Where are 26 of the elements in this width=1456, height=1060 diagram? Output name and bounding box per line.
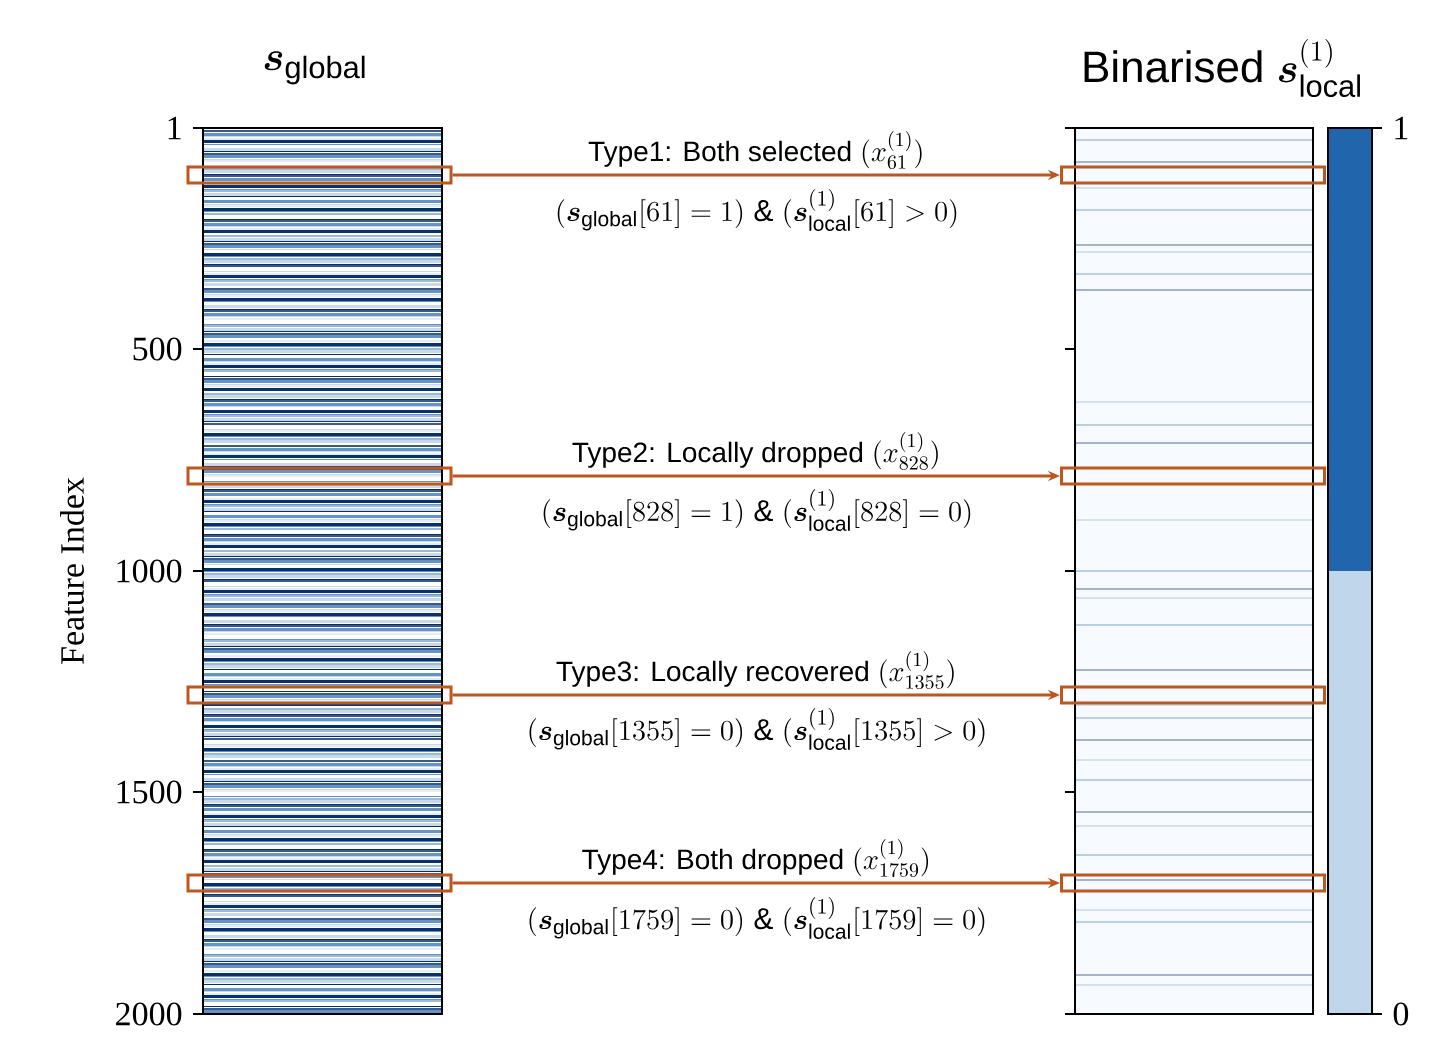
highlight-box [186,466,453,486]
condition-formula: $(\boldsymbol{s}_{\mathrm{global}}[61]=1)\ \&\ (\boldsymbol{s}^{(1)}_{\mathrm{local}}[61]>0)$ [557,189,957,231]
highlight-box [1060,466,1326,486]
edge-label: $\text{Type4: Both dropped }(x_{1759}^{(1)})$ [582,839,929,878]
axis-label: Feature Index [60,477,84,664]
highlight-box [186,873,453,893]
tick-label: 2000 [116,1002,182,1026]
tick-label: 1000 [117,559,182,583]
column-heading: $\boldsymbol{s}_{\mathrm{global}}$ [264,51,365,85]
tick-label: 1500 [117,780,182,804]
condition-formula: $(\boldsymbol{s}_{\mathrm{global}}[828]=1)\ \&\ (\boldsymbol{s}^{(1)}_{\mathrm{local}}[828]=0)$ [543,489,971,531]
edge-label: $\text{Type2: Locally dropped }(x_{828}^{(1)})$ [572,432,938,471]
highlight-box [1060,165,1326,185]
column-heading: $\text{Binarised }\boldsymbol{s}^{(1)}_{\mathrm{local}}$ [1084,39,1360,98]
highlight-box [186,165,453,185]
condition-formula: $(\boldsymbol{s}_{\mathrm{global}}[1759]=0)\ \&\ (\boldsymbol{s}^{(1)}_{\mathrm{local}}[1759]=0)$ [529,897,985,939]
edge-label: $\text{Type3: Locally recovered }(x_{1355}^{(1)})$ [556,651,954,690]
highlight-box [186,685,453,705]
condition-formula: $(\boldsymbol{s}_{\mathrm{global}}[1355]=0)\ \&\ (\boldsymbol{s}^{(1)}_{\mathrm{local}}[1355]>0)$ [529,708,985,750]
edge-label: $\text{Type1: Both selected }(x_{61}^{(1)})$ [588,131,922,170]
highlight-box [1060,873,1326,893]
tick-label: 500 [133,337,182,361]
tick-label: 0 [1393,1002,1409,1026]
highlight-box [1060,685,1326,705]
tick-label: 1 [168,116,181,140]
tick-label: 1 [1395,116,1408,140]
